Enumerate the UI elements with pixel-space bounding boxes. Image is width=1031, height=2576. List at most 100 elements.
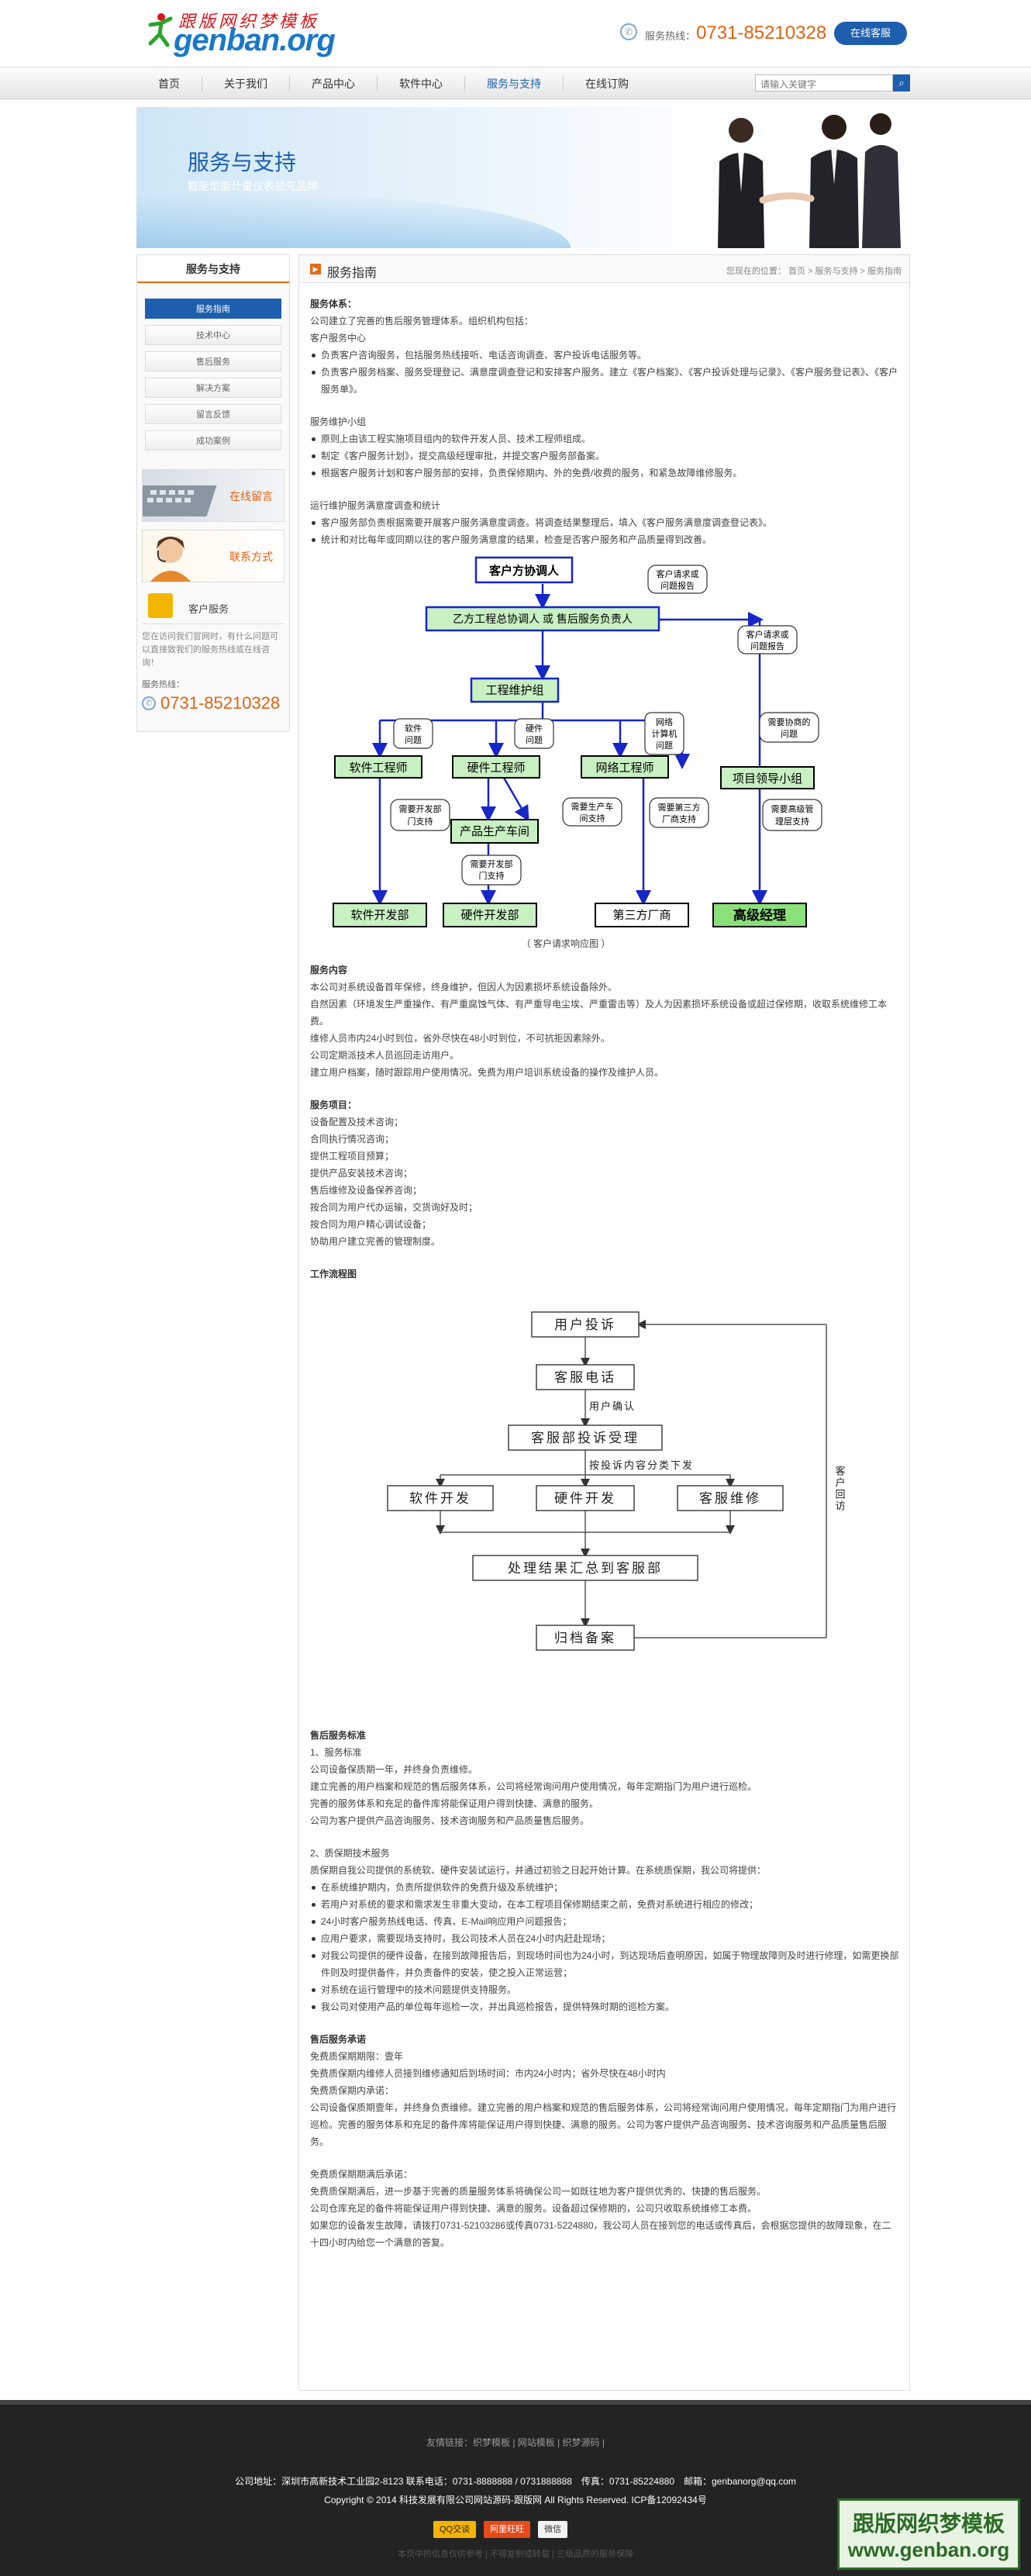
- wangwang-button[interactable]: 阿里旺旺: [484, 2521, 531, 2538]
- banner-wave: [136, 194, 571, 248]
- hotline-label: 服务热线：: [645, 30, 696, 42]
- nav-divider: [464, 76, 465, 92]
- paragraph: 质保期自我公司提供的系统软、硬件安装试运行，并通过初验之日起开始计算。在系统质保…: [310, 1865, 767, 1876]
- nav-item-about[interactable]: 关于我们: [224, 78, 267, 90]
- footer-contact-badges: QQ交谈 阿里旺旺 微信: [433, 2521, 568, 2538]
- callout-text: 计算机: [652, 728, 678, 739]
- subheading: 免费质保期期满后承诺：: [310, 2169, 413, 2180]
- nav-item-service[interactable]: 服务与支持: [487, 78, 541, 90]
- breadcrumb[interactable]: 您现在的位置： 首页 > 服务与支持 > 服务指南: [726, 267, 902, 276]
- flow-node-accept: 客服部投诉受理: [531, 1431, 640, 1446]
- paragraph: 公司建立了完善的售后服务管理体系。组织机构包括：: [310, 316, 534, 326]
- org-node-chief-coordinator: 乙方工程总协调人 或 售后服务负责人: [453, 613, 633, 625]
- list-item: 对系统在运行管理中的技术问题提供支持服务。: [310, 1981, 899, 1998]
- content-header: ▶ 服务指南 您现在的位置： 首页 > 服务与支持 > 服务指南: [299, 255, 909, 283]
- logo[interactable]: 跟版网织梦模板 genban.org: [144, 6, 336, 57]
- qq-chat-button[interactable]: QQ交谈: [433, 2521, 477, 2538]
- online-service-button[interactable]: 在线客服: [834, 22, 907, 45]
- paragraph: 公司定期派技术人员巡回走访用户。: [310, 1050, 460, 1061]
- nav-divider: [563, 76, 564, 92]
- paragraph: 自然因素（环境发生严重操作、有严重腐蚀气体、有严重导电尘埃、严重雷击等）及人为因…: [310, 999, 888, 1027]
- footer-bottom-links[interactable]: 本页中的信息仅供参考 | 不得复制或转载 | 三级品质的服务保障: [398, 2550, 633, 2559]
- org-node-software-dept: 软件开发部: [350, 909, 409, 922]
- banner-subtitle: 智能型能计量仪表领先品牌: [188, 180, 318, 192]
- sidebar-hotline: ✆ 0731-85210328: [137, 692, 289, 715]
- phone-icon: ✆: [620, 23, 637, 40]
- sidebar-title: 服务与支持: [137, 255, 289, 283]
- list-item: 我公司对使用产品的单位每年巡检一次，并出具巡检报告，提供特殊时期的巡检方案。: [310, 1998, 899, 2015]
- search-input[interactable]: 请输入关键字: [755, 74, 893, 92]
- sidebar-item-guide[interactable]: 服务指南: [145, 299, 281, 319]
- nav-item-products[interactable]: 产品中心: [312, 78, 355, 90]
- flow-node-software: 软件开发: [409, 1491, 471, 1507]
- paragraph: 建立完善的用户档案和规范的售后服务体系，公司将经常询问用户使用情况，每年定期指门…: [310, 1781, 757, 1792]
- callout-text: 间支持: [580, 813, 605, 824]
- footer-copyright: Copyright © 2014 科技发展有限公司网站源码-跟版网 All Ri…: [324, 2495, 707, 2505]
- callout-text: 问题: [526, 735, 543, 745]
- org-node-production: 产品生产车间: [460, 825, 529, 838]
- flow-node-repair: 客服维修: [699, 1491, 761, 1507]
- list-item: 负责客户咨询服务，包括服务热线接听、电话咨询调查、客户投诉电话服务等。: [310, 347, 899, 364]
- callout-text: 需要开发部: [471, 858, 513, 869]
- paragraph: 免费质保期内承诺：: [310, 2085, 395, 2096]
- sidebar-item-feedback[interactable]: 留言反馈: [145, 404, 281, 424]
- org-node-network-engineer: 网络工程师: [595, 761, 653, 775]
- header-hotline: ✆ 服务热线： 0731-85210328 在线客服: [620, 20, 922, 47]
- flow-label-dispatch: 按投诉内容分类下发: [589, 1459, 694, 1472]
- footer-friend-links[interactable]: 友情链接：织梦模板 | 网站模板 | 织梦源码 |: [426, 2437, 605, 2448]
- paragraph: 协助用户建立完善的管理制度。: [310, 1236, 441, 1247]
- customer-response-diagram: 客户方协调人 乙方工程总协调人 或 售后服务负责人 工程维护组 软件工程师 硬件…: [333, 556, 822, 949]
- list-item: 24小时客户服务热线电话、传真、E-Mail响应用户问题报告；: [310, 1913, 899, 1930]
- paragraph: 设备配置及技术咨询；: [310, 1117, 404, 1127]
- callout-text: 问题报告: [750, 641, 784, 651]
- customer-service-link[interactable]: 客户服务: [142, 590, 284, 624]
- paragraph: 合同执行情况咨询；: [310, 1134, 395, 1145]
- page-banner: 服务与支持 智能型能计量仪表领先品牌: [136, 107, 910, 248]
- workflow-diagram: 用户投诉 客服电话 客服部投诉受理 软件开发 硬件开发 客服维修 处理结果汇总到…: [387, 1311, 845, 1651]
- list-item: 原则上由该工程实施项目组内的软件开发人员、技术工程师组成。: [310, 430, 899, 447]
- list-item: 对我公司提供的硬件设备，在接到故障报告后，到现场时间也为24小时，到达现场后查明…: [310, 1947, 899, 1981]
- paragraph: 完善的服务体系和充足的备件库将能保证用户得到快捷、满意的服务。: [310, 1798, 599, 1809]
- paragraph: 公司仓库充足的备件将能保证用户得到快捷、满意的服务。设备超过保修期的，公司只收取…: [310, 2203, 757, 2214]
- sidebar-hotline-number: 0731-85210328: [160, 693, 281, 713]
- org-node-hardware-dept: 硬件开发部: [460, 909, 519, 922]
- org-node-client-coordinator: 客户方协调人: [488, 564, 560, 578]
- banner-title: 服务与支持: [188, 150, 297, 174]
- org-node-hardware-engineer: 硬件工程师: [467, 761, 525, 775]
- sidebar-note: 您在访问我们官网时，有什么问题可以直接致我们的服务热线或在线咨询！: [142, 632, 278, 668]
- callout-text: 需要生产车: [571, 801, 614, 812]
- online-message-promo[interactable]: 在线留言: [142, 469, 284, 522]
- sidebar-item-tech[interactable]: 技术中心: [145, 325, 281, 345]
- section-heading: 工作流程图: [310, 1269, 357, 1279]
- sidebar-item-aftersales[interactable]: 售后服务: [145, 351, 281, 371]
- org-node-project-leaders: 项目领导小组: [733, 772, 802, 786]
- subheading: 1、服务标准: [310, 1747, 362, 1758]
- wechat-button[interactable]: 微信: [538, 2521, 568, 2538]
- paragraph: 按合同为用户代办运输，交货询好及时；: [310, 1202, 478, 1213]
- main-nav: 首页 关于我们 产品中心 软件中心 服务与支持 在线订购 请输入关键字 ⌕: [0, 67, 1031, 99]
- sidebar-item-cases[interactable]: 成功案例: [145, 430, 281, 451]
- callout-text: 软件: [405, 723, 422, 734]
- hotline-number: 0731-85210328: [696, 22, 827, 43]
- nav-item-software[interactable]: 软件中心: [399, 78, 443, 90]
- flow-node-hardware: 硬件开发: [554, 1491, 616, 1507]
- logo-chinese-text: 跟版网织梦模板: [178, 12, 320, 32]
- sidebar-item-solutions[interactable]: 解决方案: [145, 378, 281, 398]
- contact-promo[interactable]: 联系方式: [142, 530, 284, 582]
- flow-node-summary: 处理结果汇总到客服部: [508, 1561, 663, 1576]
- org-node-software-engineer: 软件工程师: [349, 761, 407, 775]
- callout-text: 理层支持: [775, 816, 809, 827]
- section-arrow-icon: ▶: [310, 264, 321, 275]
- paragraph: 免费质保期期限：壹年: [310, 2051, 404, 2062]
- nav-item-order[interactable]: 在线订购: [585, 78, 629, 90]
- keyboard-image: [143, 485, 217, 516]
- nav-item-home[interactable]: 首页: [158, 78, 180, 90]
- main-content: ▶ 服务指南 您现在的位置： 首页 > 服务与支持 > 服务指南 服务体系： 公…: [298, 254, 910, 2391]
- flow-label-confirm: 用户确认: [589, 1400, 636, 1413]
- callout-text: 需要开发部: [399, 803, 442, 814]
- banner-people-image: [718, 113, 901, 248]
- search-button[interactable]: ⌕: [893, 74, 910, 92]
- callout-text: 问题: [656, 741, 673, 751]
- section-heading: 服务项目：: [310, 1100, 357, 1110]
- paragraph: 本公司对系统设备首年保修，终身维护，但因人为因素损坏系统设备除外。: [310, 982, 618, 993]
